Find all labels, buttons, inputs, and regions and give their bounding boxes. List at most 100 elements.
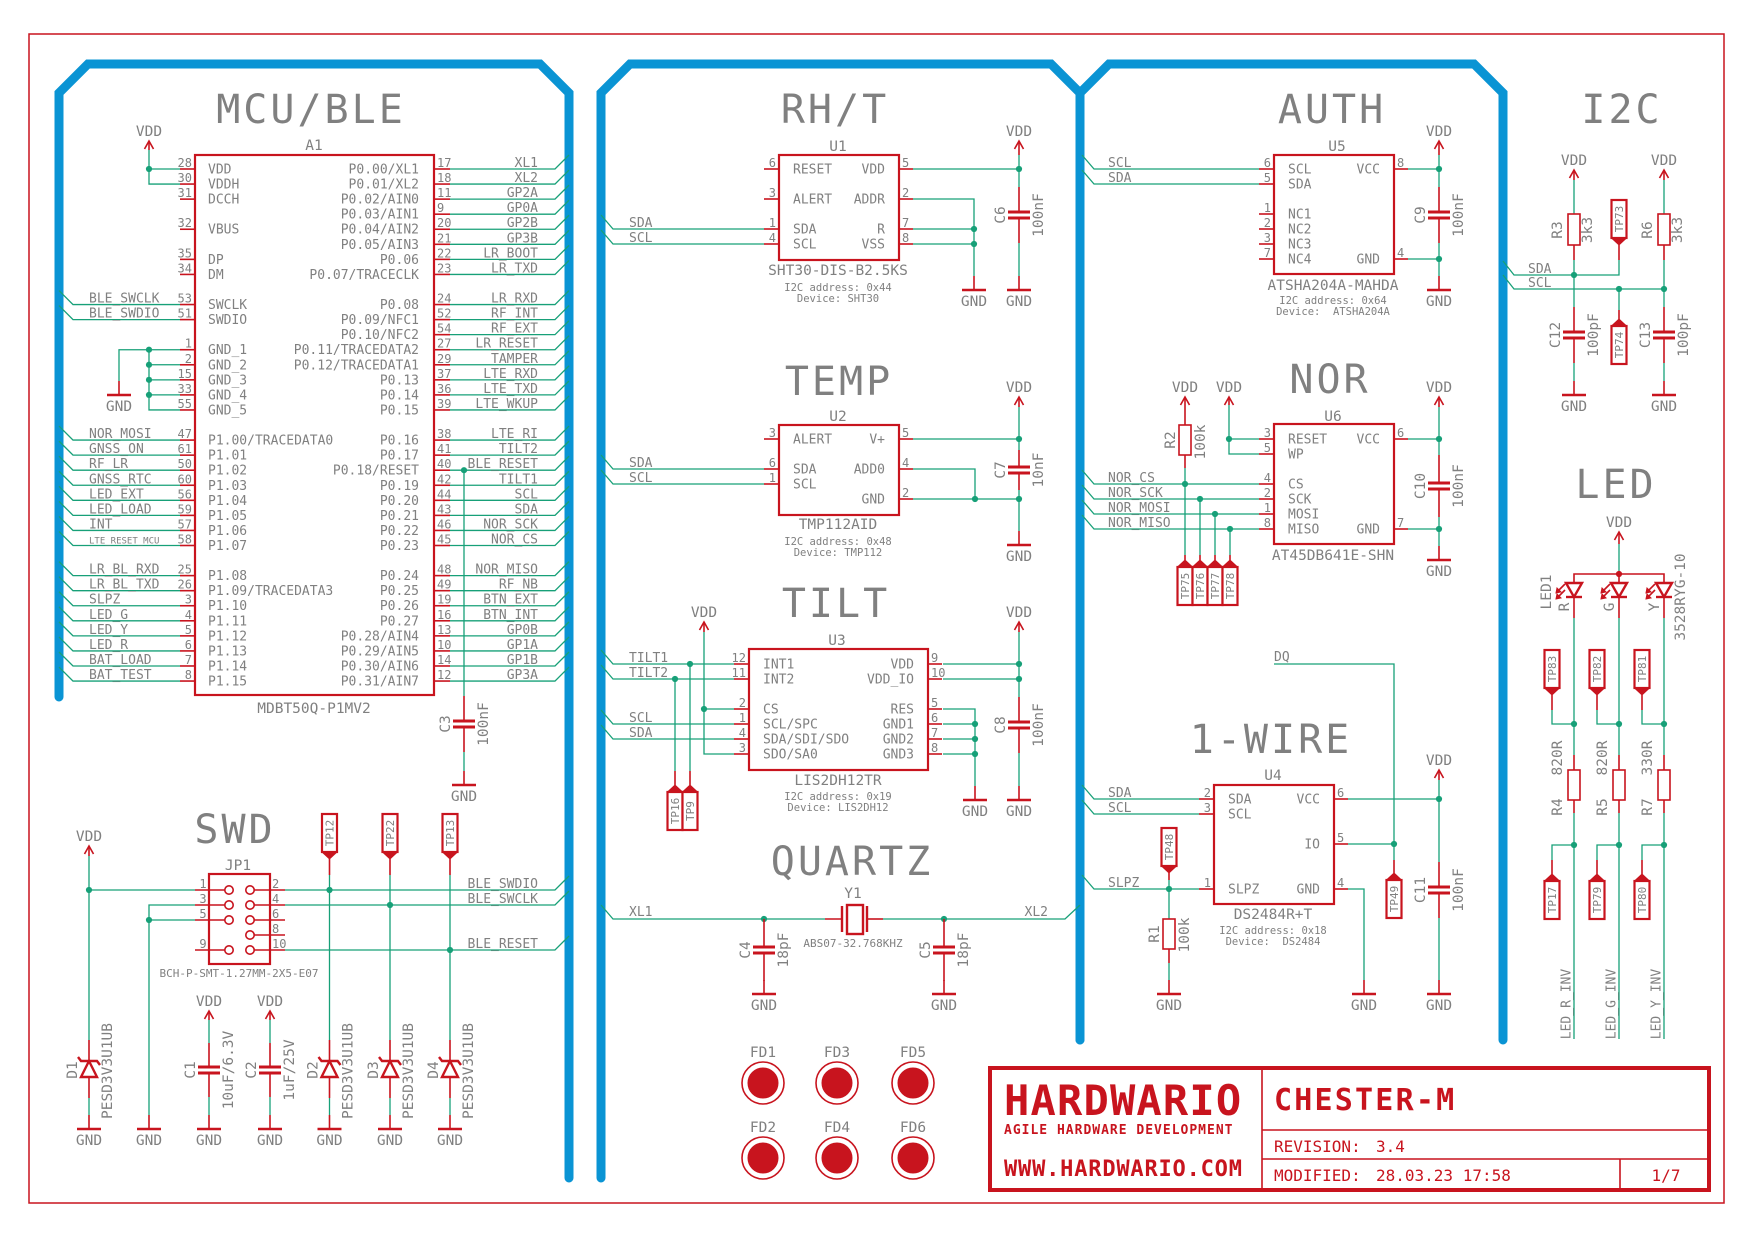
test-point-label: TP77 xyxy=(1209,573,1222,600)
test-point-pointer-icon xyxy=(681,784,699,793)
led-color-label: R xyxy=(1557,602,1573,611)
net-label: NOR_MOSI xyxy=(1108,501,1171,516)
pin-name: P0.24 xyxy=(380,569,419,584)
tvs-diode-icon xyxy=(319,1058,340,1079)
component-part: MDBT50Q-P1MV2 xyxy=(257,701,371,717)
pin-name: P0.13 xyxy=(380,373,419,388)
net-wire xyxy=(58,485,180,501)
net-wire xyxy=(450,591,570,607)
component-part: DS2484R+T xyxy=(1234,907,1313,923)
net-wire xyxy=(1596,844,1619,860)
gnd-label: GND xyxy=(751,998,777,1014)
fiducial: FD5 xyxy=(891,1045,935,1105)
pin-name: SDO/SA0 xyxy=(763,748,818,763)
pin-name: P0.15 xyxy=(380,403,419,418)
net-wire xyxy=(58,636,180,652)
pin-number: 8 xyxy=(1397,156,1404,170)
led-emission-arrowhead-icon xyxy=(1600,592,1608,600)
pin-number: 2 xyxy=(1264,216,1271,230)
section-title: LED xyxy=(1575,462,1656,508)
net-wire xyxy=(58,531,180,547)
net-label: SCL xyxy=(1108,801,1132,816)
component-part: SHT30-DIS-B2.5KS xyxy=(768,263,908,279)
pin-number: 2 xyxy=(185,352,192,366)
pin-number: 7 xyxy=(185,653,192,667)
pin-number: 43 xyxy=(437,502,451,516)
net-label: LTE_TXD xyxy=(483,382,538,397)
pin-number: 49 xyxy=(437,578,451,592)
pin-name: P0.08 xyxy=(380,298,419,313)
test-point-pointer-icon xyxy=(1206,559,1224,568)
test-point: TP81 xyxy=(1633,648,1651,696)
pin-number: 3 xyxy=(1264,426,1271,440)
net-label: BTN_INT xyxy=(483,608,538,623)
i2c-address-note: I2C address: 0x44 xyxy=(784,282,891,294)
net-label: GP0B xyxy=(507,623,538,638)
net-label: BAT_TEST xyxy=(89,668,152,683)
pin-number: 12 xyxy=(437,668,451,682)
pin-number: 3 xyxy=(769,186,776,200)
test-point-pointer-icon xyxy=(1633,873,1651,882)
fiducial-label: FD4 xyxy=(824,1120,850,1136)
pin-number: 4 xyxy=(1397,246,1404,260)
net-label: LED_R xyxy=(89,638,128,653)
revision-label: REVISION: xyxy=(1274,1137,1361,1156)
led-color-label: Y xyxy=(1647,602,1663,611)
pin-name: SCL/SPC xyxy=(763,718,818,733)
component-part: PESD3V3U1UB xyxy=(401,1023,417,1119)
component-ref: R2 xyxy=(1163,431,1179,448)
pin-number: 16 xyxy=(437,608,451,622)
pin-name: GND_4 xyxy=(208,388,247,403)
net-label: LED_Y xyxy=(89,623,128,638)
test-point: TP48 xyxy=(1160,826,1178,874)
pin-number: 59 xyxy=(178,502,192,516)
component-part: AT45DB641E-SHN xyxy=(1272,548,1394,564)
pin-name: ALERT xyxy=(793,433,832,448)
pin-name: P0.03/AIN1 xyxy=(341,208,419,223)
test-point-label: TP9 xyxy=(684,801,697,821)
pin-name: DM xyxy=(208,268,224,283)
component-part: ABS07-32.768KHZ xyxy=(803,937,903,950)
pin-number: 13 xyxy=(437,623,451,637)
page-number: 1/7 xyxy=(1652,1166,1681,1185)
gnd-label: GND xyxy=(196,1133,222,1149)
modified-label: MODIFIED: xyxy=(1274,1166,1361,1185)
net-wire xyxy=(285,935,570,951)
component-value: 100pF xyxy=(1676,313,1692,357)
component-part: TMP112AID xyxy=(799,517,878,533)
pin-name: NC4 xyxy=(1288,253,1312,268)
section-title: SWD xyxy=(194,807,275,853)
pin-name: P0.05/AIN3 xyxy=(341,238,419,253)
fiducial-pad-icon xyxy=(747,1067,779,1099)
net-wire xyxy=(58,500,180,517)
net-wire xyxy=(600,664,734,680)
net-wire xyxy=(1596,710,1619,725)
component-value: 18pF xyxy=(776,933,792,968)
pin-name: P0.19 xyxy=(380,479,419,494)
net-wire xyxy=(883,904,1081,920)
pin-number: 9 xyxy=(199,937,206,951)
pin-name: P1.09/TRACEDATA3 xyxy=(208,584,333,599)
led-color-label: G xyxy=(1602,603,1618,612)
net-label: GNSS_RTC xyxy=(89,472,152,487)
net-label: LTE_WKUP xyxy=(475,397,538,412)
pin-name: CS xyxy=(763,703,779,718)
net-wire xyxy=(450,666,570,682)
component-ref: U5 xyxy=(1328,139,1345,155)
vdd-label: VDD xyxy=(1651,153,1677,169)
component-value: 100pF xyxy=(1586,313,1602,357)
test-point-pointer-icon xyxy=(381,851,399,860)
component-ref: D4 xyxy=(426,1061,442,1079)
pin-name: SCK xyxy=(1288,493,1312,508)
component-ref: R1 xyxy=(1147,925,1163,942)
net-wire xyxy=(450,154,570,170)
gnd-label: GND xyxy=(961,294,987,310)
pin-name: P0.30/AIN6 xyxy=(341,659,419,674)
junction-dot xyxy=(970,240,978,248)
section-frame-mcu-ble xyxy=(54,59,574,1183)
pin-name: RESET xyxy=(1288,433,1327,448)
pin-number: 5 xyxy=(1264,171,1271,185)
